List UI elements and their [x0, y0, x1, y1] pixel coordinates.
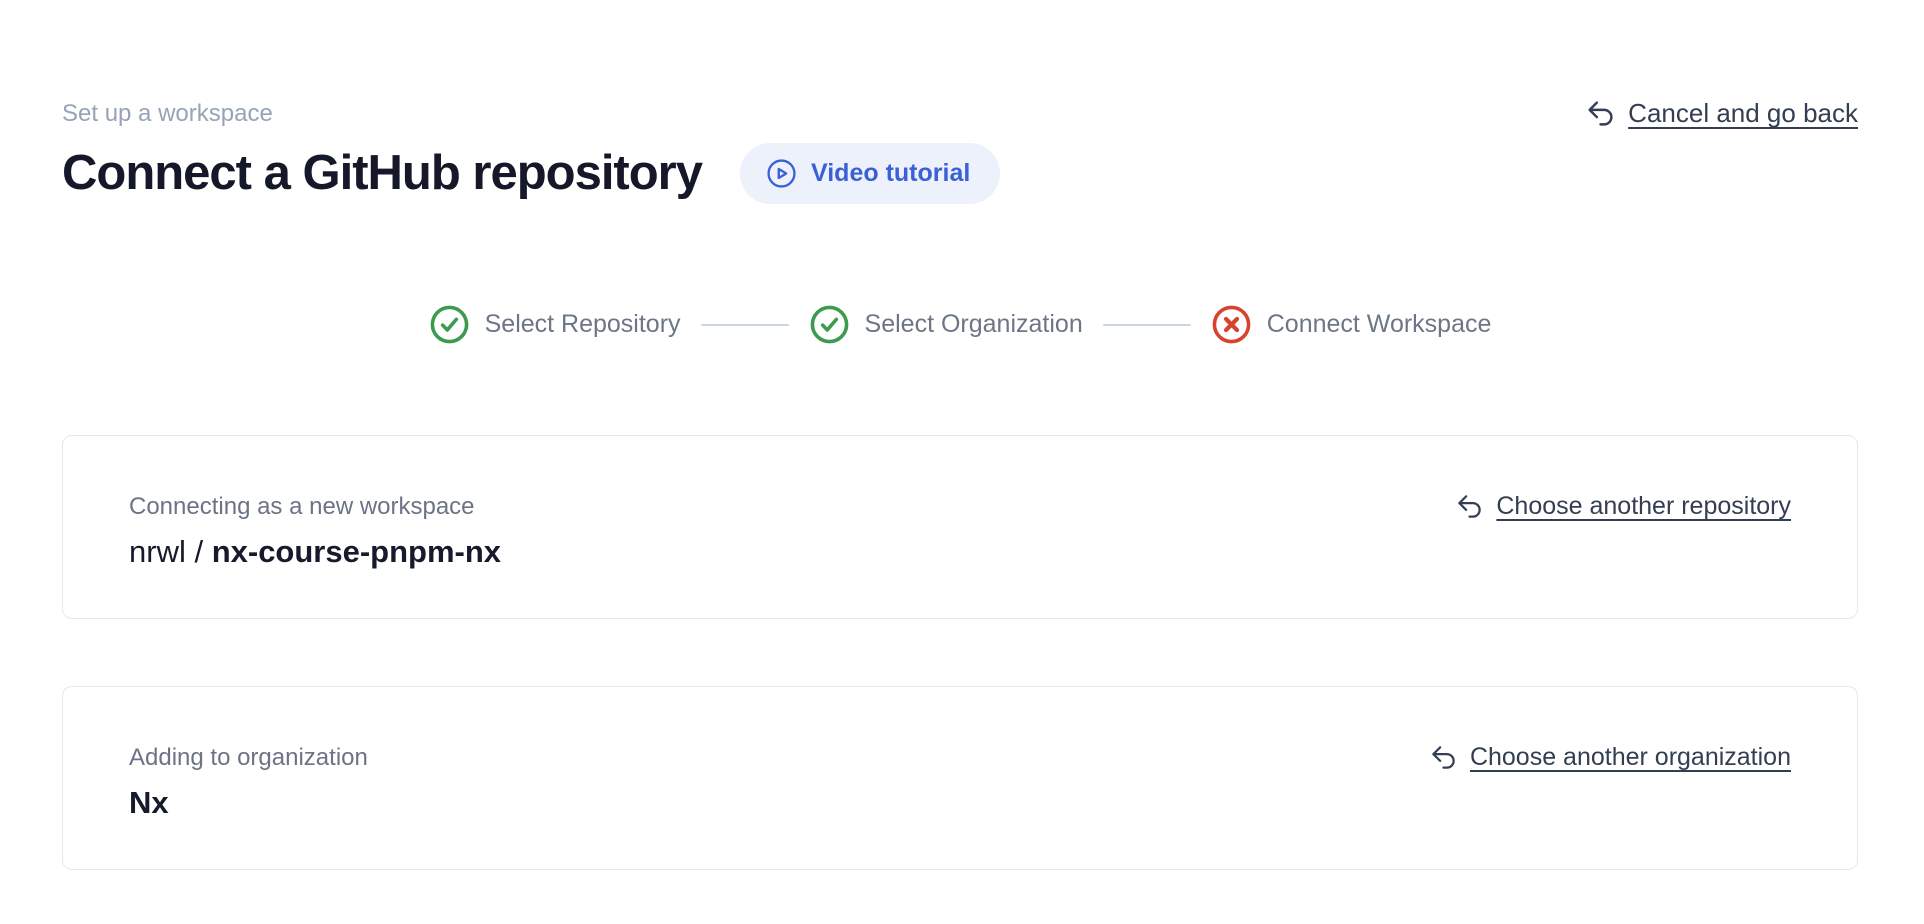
- repository-card: Connecting as a new workspace nrwl / nx-…: [62, 435, 1858, 619]
- repository-owner: nrwl /: [129, 534, 212, 569]
- step-label: Select Repository: [485, 310, 681, 339]
- repository-card-info: Connecting as a new workspace nrwl / nx-…: [129, 492, 501, 570]
- organization-name: Nx: [129, 785, 368, 821]
- check-circle-icon: [429, 304, 470, 345]
- setup-workspace-page: Set up a workspace Cancel and go back Co…: [0, 0, 1924, 870]
- organization-card: Adding to organization Nx Choose another…: [62, 686, 1858, 870]
- step-select-repository: Select Repository: [429, 304, 681, 345]
- undo-arrow-icon: [1586, 99, 1615, 128]
- video-tutorial-label: Video tutorial: [811, 159, 970, 188]
- top-row: Set up a workspace Cancel and go back: [62, 98, 1858, 129]
- eyebrow-label: Set up a workspace: [62, 99, 273, 129]
- play-circle-icon: [765, 157, 798, 190]
- cancel-and-go-back-link[interactable]: Cancel and go back: [1586, 98, 1858, 129]
- stepper: Select Repository Select Organization Co…: [62, 304, 1858, 345]
- choose-another-organization-link[interactable]: Choose another organization: [1430, 743, 1791, 772]
- repository-repo: nx-course-pnpm-nx: [212, 534, 501, 569]
- choose-another-repository-link[interactable]: Choose another repository: [1456, 492, 1791, 521]
- check-circle-icon: [809, 304, 850, 345]
- organization-card-label: Adding to organization: [129, 743, 368, 772]
- repository-name: nrwl / nx-course-pnpm-nx: [129, 534, 501, 570]
- undo-arrow-icon: [1430, 744, 1457, 771]
- step-connector: [701, 324, 789, 326]
- step-label: Connect Workspace: [1267, 310, 1492, 339]
- choose-another-organization-label: Choose another organization: [1470, 743, 1791, 772]
- x-circle-icon: [1211, 304, 1252, 345]
- video-tutorial-button[interactable]: Video tutorial: [740, 143, 1000, 204]
- step-select-organization: Select Organization: [809, 304, 1083, 345]
- title-row: Connect a GitHub repository Video tutori…: [62, 143, 1858, 204]
- step-connect-workspace: Connect Workspace: [1211, 304, 1492, 345]
- choose-another-repository-label: Choose another repository: [1496, 492, 1791, 521]
- organization-card-info: Adding to organization Nx: [129, 743, 368, 821]
- step-connector: [1103, 324, 1191, 326]
- page-title: Connect a GitHub repository: [62, 145, 702, 201]
- step-label: Select Organization: [865, 310, 1083, 339]
- cancel-link-label: Cancel and go back: [1628, 98, 1858, 129]
- repository-card-label: Connecting as a new workspace: [129, 492, 501, 521]
- undo-arrow-icon: [1456, 493, 1483, 520]
